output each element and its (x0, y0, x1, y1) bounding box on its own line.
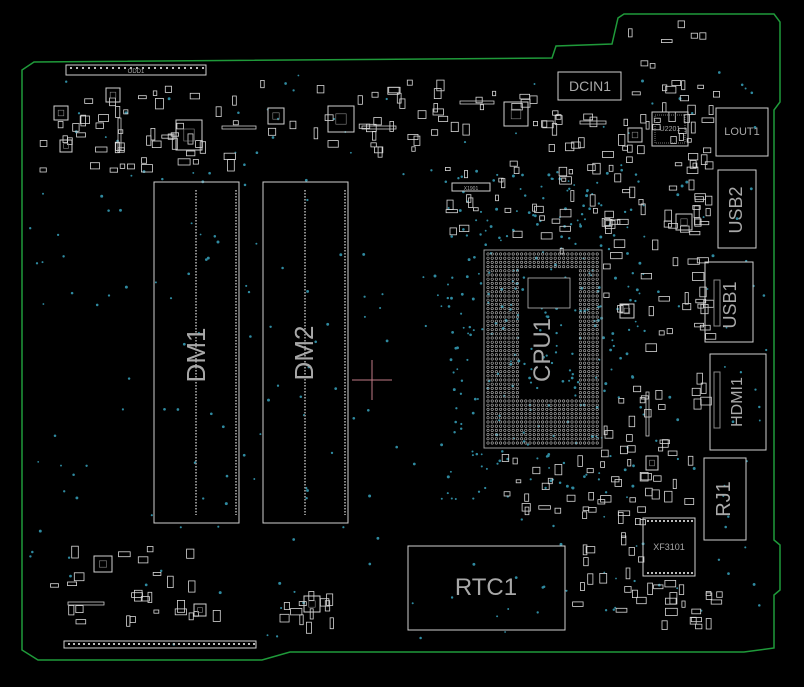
bottom-connector (63, 640, 257, 649)
usb1-label: USB1 (720, 281, 740, 328)
usb2-connector: USB2 (717, 169, 757, 249)
xf-label: XF3101 (653, 542, 685, 552)
dimm-slot-1: DM1 (153, 181, 240, 524)
rtc-label: RTC1 (455, 574, 517, 601)
crosshair-cursor-icon (352, 360, 392, 400)
hdmi-connector: HDMI1 (709, 353, 767, 451)
x1901-label: X1901 (464, 186, 479, 192)
lout-label: LOUT1 (724, 126, 759, 138)
usb1-connector: USB1 (704, 261, 754, 343)
rj-connector: RJ1 (703, 457, 747, 541)
dm1-label: DM1 (181, 328, 211, 383)
x1901-crystal: X1901 (451, 182, 491, 192)
rj-label: RJ1 (713, 481, 735, 517)
odd-label: ODD1 (128, 69, 145, 75)
dm2-label: DM2 (289, 326, 319, 381)
board-outline (21, 13, 781, 661)
u2201-label: U2201 (660, 126, 681, 133)
odd-connector: ODD1 (65, 64, 207, 76)
xf3101-transformer: XF3101 (642, 517, 696, 577)
rtc-battery: RTC1 (407, 545, 566, 631)
u2201-chip: U2201 (651, 111, 689, 147)
dcin-label: DCIN1 (569, 78, 611, 94)
dcin-connector: DCIN1 (557, 71, 622, 101)
cpu-footprint: CPU1 (483, 249, 603, 449)
cpu-label: CPU1 (529, 318, 556, 382)
dimm-slot-2: DM2 (262, 181, 349, 524)
hdmi-label: HDMI1 (729, 377, 746, 427)
usb2-label: USB2 (726, 186, 746, 233)
lout-connector: LOUT1 (715, 107, 769, 157)
